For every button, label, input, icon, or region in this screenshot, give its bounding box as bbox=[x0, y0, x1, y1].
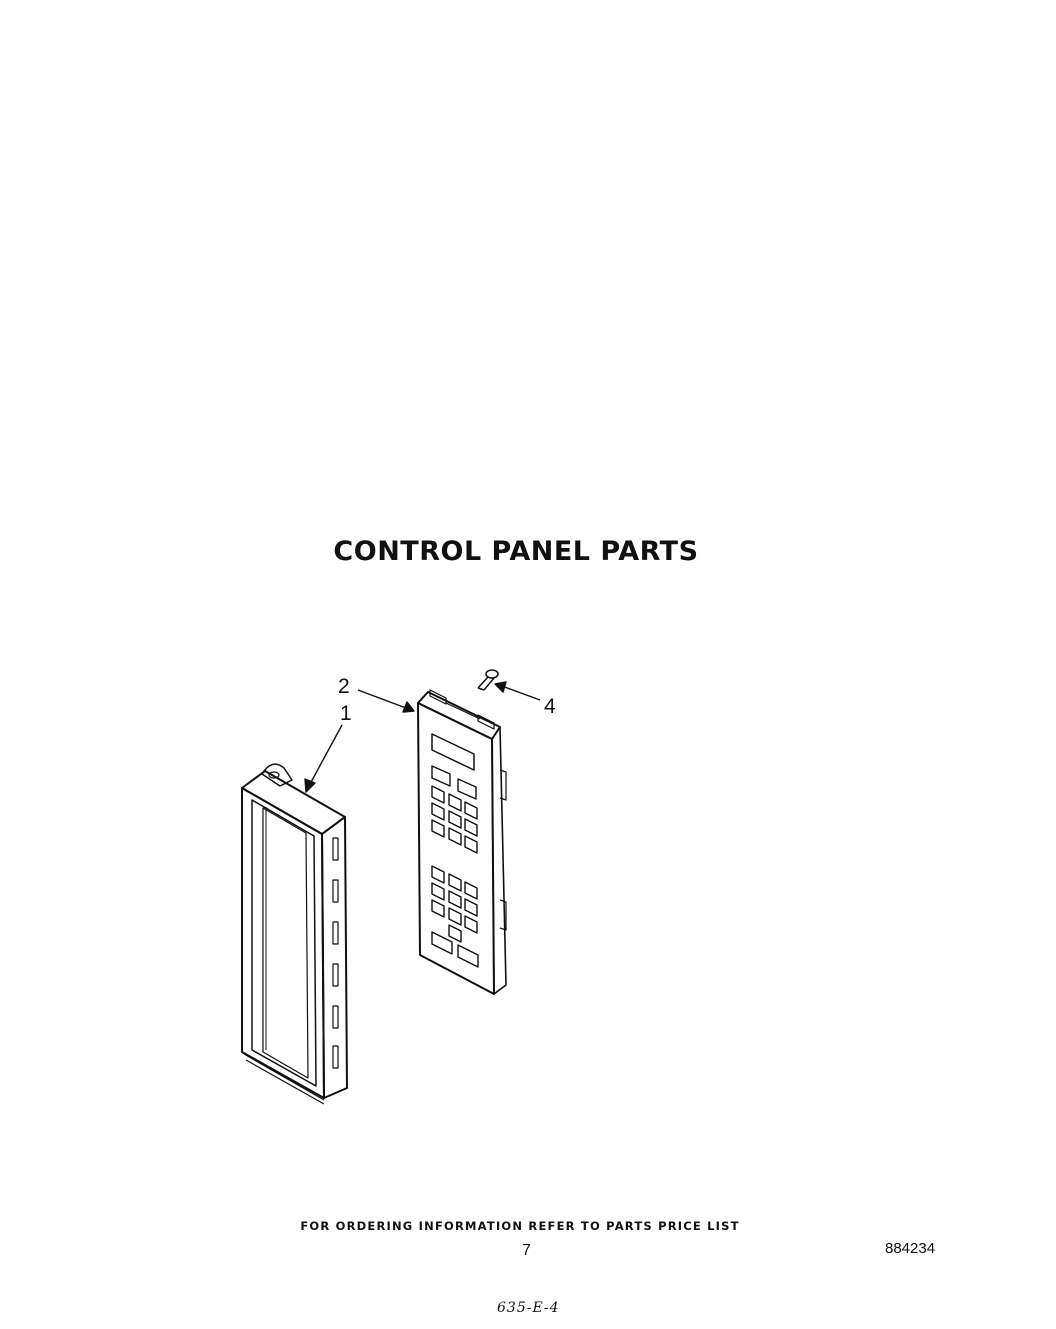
handwritten-code: 635-E-4 bbox=[497, 1300, 560, 1316]
callout-2: 2 bbox=[338, 675, 350, 698]
control-panel-frame bbox=[241, 763, 348, 1105]
page-number: 7 bbox=[522, 1242, 531, 1259]
ordering-info-note: FOR ORDERING INFORMATION REFER TO PARTS … bbox=[300, 1219, 740, 1233]
control-panel-touchpad bbox=[417, 689, 507, 995]
document-number: 884234 bbox=[885, 1240, 936, 1257]
leader-lines bbox=[304, 681, 541, 793]
screw bbox=[477, 669, 499, 691]
page-title: CONTROL PANEL PARTS bbox=[333, 536, 699, 567]
callout-1: 1 bbox=[340, 702, 352, 725]
callout-4: 4 bbox=[544, 695, 556, 718]
